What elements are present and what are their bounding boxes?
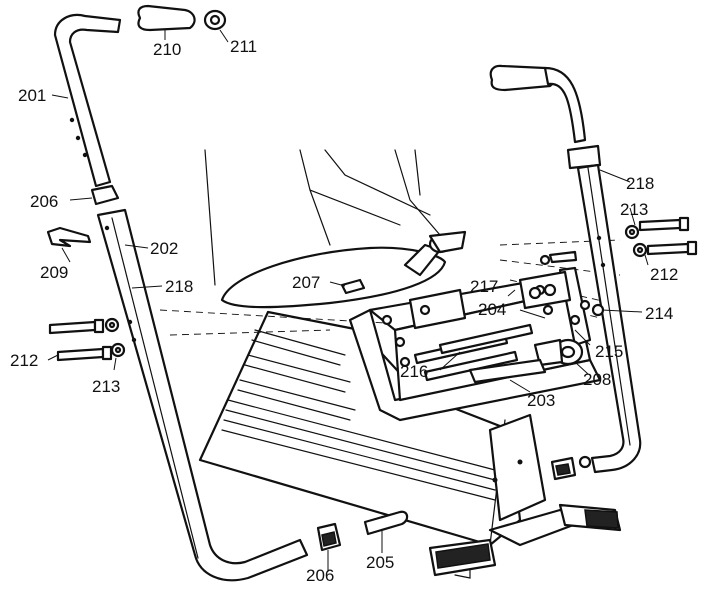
callout-202: 202	[150, 239, 178, 258]
bike-body	[159, 149, 622, 579]
leader-lines	[47, 29, 649, 572]
callout-214: 214	[645, 304, 673, 323]
callout-211: 211	[230, 37, 257, 56]
callout-218-right: 218	[626, 174, 654, 193]
callout-218-left: 218	[165, 277, 193, 296]
loose-parts	[340, 250, 605, 317]
callout-217: 217	[470, 277, 498, 296]
callout-206-top: 206	[30, 192, 58, 211]
callout-201: 201	[18, 86, 46, 105]
right-handlebar-assembly	[489, 64, 698, 481]
callout-212-right: 212	[650, 265, 678, 284]
bolts-212-right	[638, 216, 698, 256]
bolts-212-left	[48, 318, 113, 362]
callout-203: 203	[527, 391, 555, 410]
upper-handlebar-201	[53, 13, 122, 188]
callout-216: 216	[400, 362, 428, 381]
right-tube-218	[576, 163, 642, 474]
callout-215: 215	[595, 342, 623, 361]
part-207	[340, 278, 366, 295]
callout-208: 208	[583, 370, 611, 389]
seat	[220, 246, 447, 309]
callout-209: 209	[40, 263, 68, 282]
callout-212-left: 212	[10, 351, 38, 370]
mounting-bracket	[348, 266, 602, 422]
callout-labels: 201 202 203 204 205 206 206 207 208 209 …	[10, 37, 678, 585]
clip-209	[46, 226, 92, 248]
callout-205: 205	[366, 553, 394, 572]
callout-210: 210	[153, 40, 181, 59]
callout-213-right: 213	[620, 200, 648, 219]
left-handlebar-assembly	[46, 4, 409, 582]
callout-206-bottom: 206	[306, 566, 334, 585]
callout-213-left: 213	[92, 377, 120, 396]
pin-205	[363, 510, 409, 536]
callout-204: 204	[478, 300, 506, 319]
grip-210	[137, 4, 196, 32]
callout-207: 207	[292, 273, 320, 292]
vent-slats	[221, 329, 496, 501]
